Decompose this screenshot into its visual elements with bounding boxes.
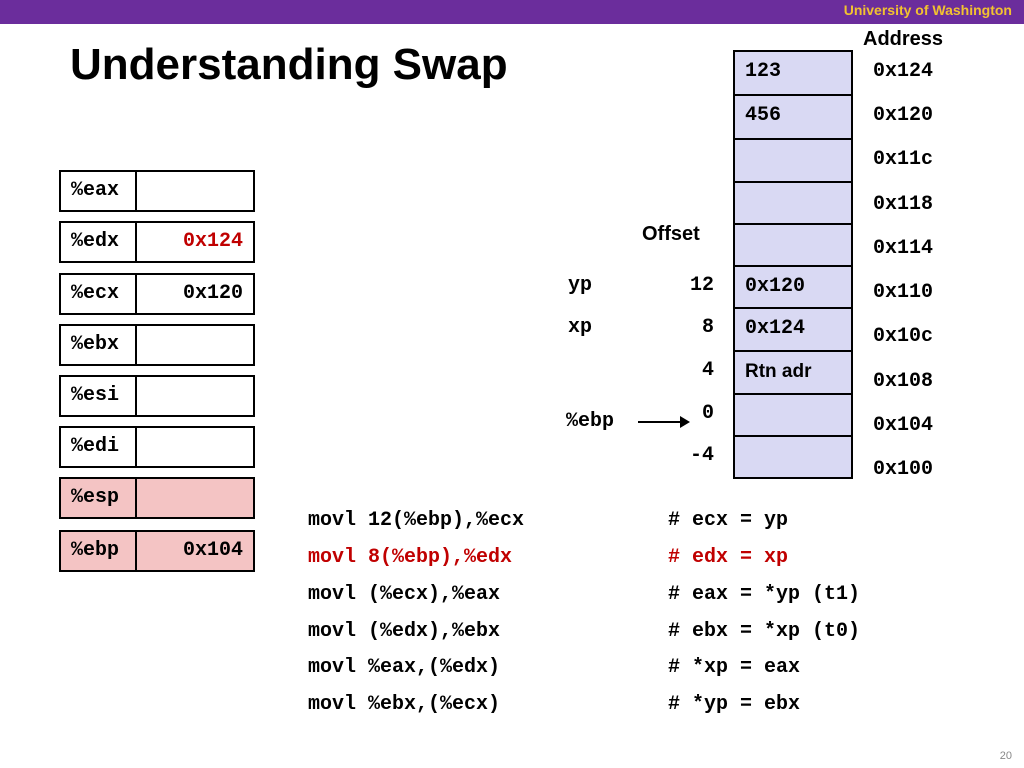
yp-label: yp [568, 274, 593, 297]
register-value [137, 172, 253, 210]
code-line: movl 12(%ebp),%ecx [308, 509, 525, 532]
code-comment: # *xp = eax [668, 656, 801, 679]
memory-value: 123 [745, 60, 782, 83]
code-line: movl (%edx),%ebx [308, 620, 501, 643]
xp-label: xp [568, 316, 593, 339]
offset-value: 0 [701, 402, 714, 425]
register-esi: %esi [59, 375, 255, 417]
memory-address: 0x10c [873, 325, 934, 348]
register-value: 0x104 [182, 539, 243, 562]
code-line: movl %eax,(%edx) [308, 656, 501, 679]
offset-header: Offset [642, 223, 700, 245]
offset-value: -4 [689, 444, 714, 467]
register-name: %edi [61, 428, 137, 466]
address-header: Address [863, 28, 944, 50]
memory-address: 0x104 [873, 414, 934, 437]
memory-cell: 456 [733, 94, 853, 138]
register-name: %ebp [61, 532, 137, 570]
register-name: %ebx [61, 326, 137, 364]
register-name: %edx [61, 223, 137, 261]
memory-cell [733, 435, 853, 479]
memory-cell: 0x124 [733, 307, 853, 351]
register-value: 0x120 [182, 282, 243, 305]
memory-cell: Rtn adr [733, 350, 853, 394]
code-comment: # eax = *yp (t1) [668, 583, 861, 606]
memory-cell [733, 223, 853, 267]
code-comment: # *yp = ebx [668, 693, 801, 716]
ebp-pointer-label: %ebp [566, 410, 615, 433]
memory-address: 0x118 [873, 193, 934, 216]
register-edx: %edx 0x124 [59, 221, 255, 263]
register-name: %esp [61, 479, 137, 517]
memory-value: Rtn adr [745, 361, 812, 382]
memory-value: 0x120 [745, 275, 806, 298]
memory-cell [733, 138, 853, 182]
page-number: 20 [999, 750, 1012, 762]
memory-address: 0x100 [873, 458, 934, 481]
offset-value: 8 [701, 316, 714, 339]
register-value [137, 428, 253, 466]
memory-address: 0x110 [873, 281, 934, 304]
register-name: %eax [61, 172, 137, 210]
memory-address: 0x108 [873, 370, 934, 393]
ebp-arrow-icon [638, 416, 690, 428]
slide-title: Understanding Swap [70, 40, 508, 89]
memory-address: 0x124 [873, 60, 934, 83]
register-esp: %esp [59, 477, 255, 519]
memory-cell [733, 393, 853, 437]
code-line: movl 8(%ebp),%edx [308, 546, 513, 569]
memory-address: 0x11c [873, 148, 934, 171]
offset-value: 4 [701, 359, 714, 382]
code-line: movl (%ecx),%eax [308, 583, 501, 606]
memory-value: 0x124 [745, 317, 806, 340]
memory-cell: 0x120 [733, 265, 853, 309]
register-value: 0x124 [182, 230, 243, 253]
code-comment: # edx = xp [668, 546, 789, 569]
memory-cell [733, 181, 853, 225]
register-edi: %edi [59, 426, 255, 468]
header-bar: University of Washington [0, 0, 1024, 24]
memory-address: 0x120 [873, 104, 934, 127]
memory-cell: 123 [733, 50, 853, 94]
register-value [137, 377, 253, 415]
register-value [137, 326, 253, 364]
memory-address: 0x114 [873, 237, 934, 260]
register-ecx: %ecx 0x120 [59, 273, 255, 315]
institution-name: University of Washington [843, 2, 1012, 18]
code-line: movl %ebx,(%ecx) [308, 693, 501, 716]
register-eax: %eax [59, 170, 255, 212]
memory-value: 456 [745, 104, 782, 127]
register-name: %esi [61, 377, 137, 415]
register-ebp: %ebp 0x104 [59, 530, 255, 572]
code-comment: # ecx = yp [668, 509, 789, 532]
register-value [137, 479, 253, 517]
offset-value: 12 [689, 274, 714, 297]
register-ebx: %ebx [59, 324, 255, 366]
register-name: %ecx [61, 275, 137, 313]
code-comment: # ebx = *xp (t0) [668, 620, 861, 643]
